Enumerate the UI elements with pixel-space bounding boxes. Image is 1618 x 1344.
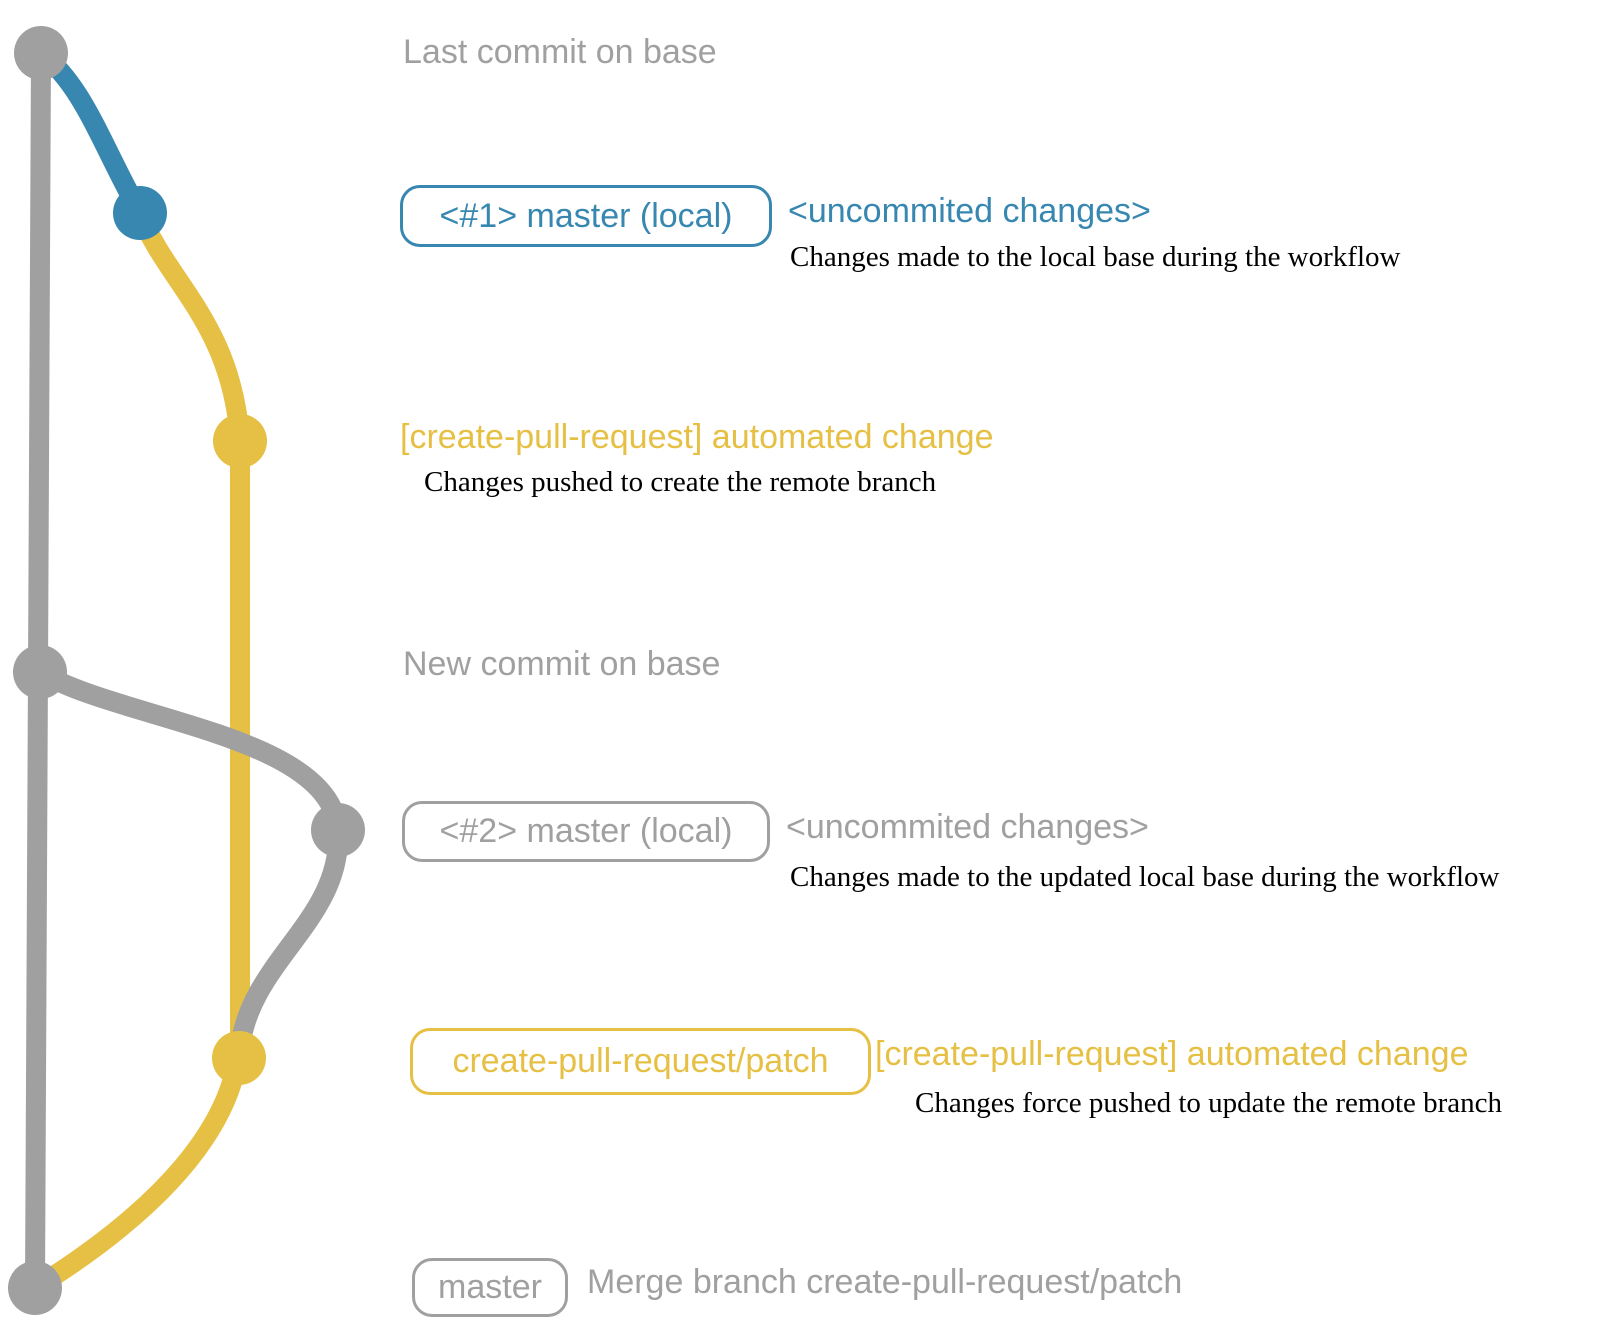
commit-message-uncommited-changes-1: <uncommited changes> (788, 192, 1151, 230)
commit-message-uncommited-changes-2: <uncommited changes> (786, 808, 1149, 846)
commit-dot-patch-1 (213, 414, 267, 468)
branch-label-text: <#1> master (local) (439, 196, 733, 235)
description-push-remote-branch: Changes pushed to create the remote bran… (424, 466, 937, 498)
description-local-base-changes: Changes made to the local base during th… (790, 241, 1401, 273)
branch-label-text: <#2> master (local) (439, 812, 733, 850)
commit-dot-base-2 (13, 645, 67, 699)
commit-dot-local-1 (113, 186, 167, 240)
description-force-push-remote-branch: Changes force pushed to update the remot… (915, 1087, 1503, 1119)
annotation-last-commit-on-base: Last commit on base (403, 33, 717, 71)
commit-dot-patch-2 (212, 1031, 266, 1085)
local-changes-curve-1 (31, 43, 150, 223)
local-2-to-patch-curve (230, 820, 349, 1058)
description-updated-local-base-changes: Changes made to the updated local base d… (790, 861, 1500, 893)
branch-label-master-local-2: <#2> master (local) (402, 801, 770, 862)
commit-message-automated-change-2: [create-pull-request] automated change (875, 1035, 1469, 1073)
commit-dot-merge (8, 1261, 62, 1315)
branch-label-master: master (412, 1258, 568, 1317)
commit-dot-base-1 (14, 26, 68, 80)
base-to-local-2-curve (30, 662, 348, 840)
branch-label-create-pull-request-patch: create-pull-request/patch (410, 1028, 871, 1095)
branch-label-text: create-pull-request/patch (452, 1042, 829, 1080)
branch-label-text: master (438, 1268, 542, 1306)
annotation-new-commit-on-base: New commit on base (403, 645, 721, 683)
commit-dot-local-2 (311, 803, 365, 857)
branch-label-master-local-1: <#1> master (local) (400, 185, 772, 247)
commit-message-automated-change-1: [create-pull-request] automated change (400, 418, 994, 456)
commit-message-merge-branch: Merge branch create-pull-request/patch (587, 1263, 1183, 1301)
patch-branch-curve (25, 203, 250, 1298)
